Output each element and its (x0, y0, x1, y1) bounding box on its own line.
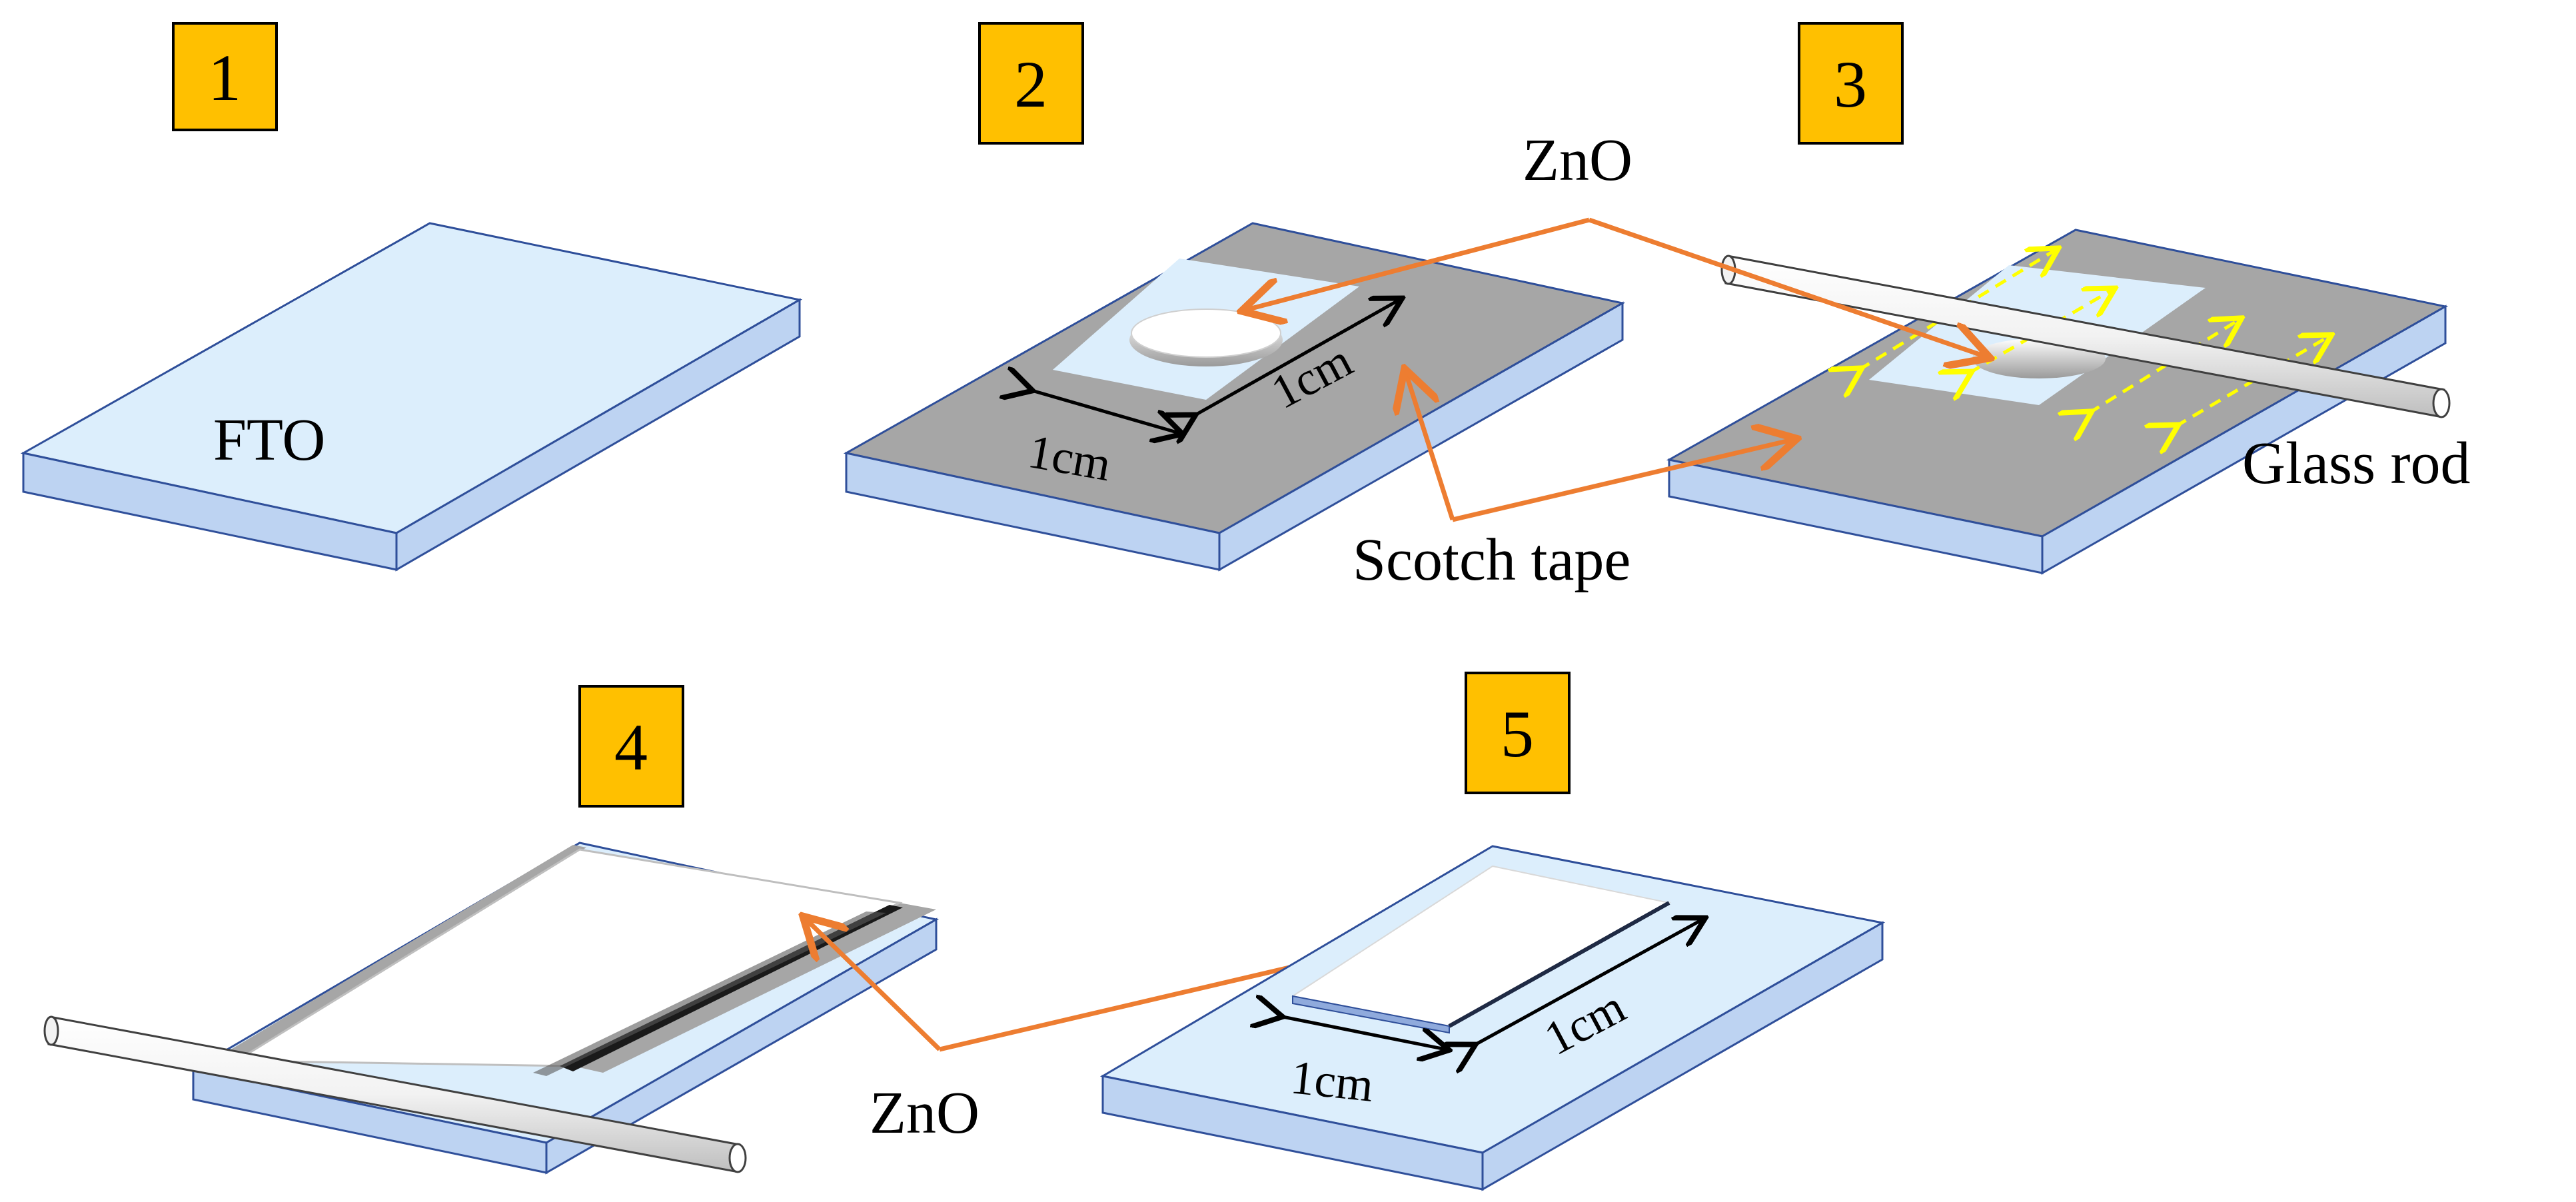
step-4-badge: 4 (578, 685, 684, 808)
step-2-badge: 2 (978, 22, 1084, 145)
fto-glass-substrate (20, 222, 803, 572)
tape-strip-left (220, 845, 586, 1059)
zno-spread-film (233, 848, 903, 1067)
step-4: 4 (43, 685, 940, 1175)
step-1: 1 FTO (20, 22, 803, 572)
scotch-tape-callout: Scotch tape (1353, 373, 1792, 593)
step-3-number: 3 (1834, 47, 1867, 121)
step-5-number: 5 (1501, 697, 1534, 771)
dim-label-short-step-5: 1cm (1288, 1050, 1376, 1112)
step-1-badge: 1 (172, 22, 278, 131)
dim-arrow-long-step-5 (1473, 919, 1702, 1046)
dim-arrow-long (1193, 300, 1399, 416)
zno-drop (1129, 308, 1283, 366)
zno-bottom-label: ZnO (870, 1080, 979, 1146)
step-5: 5 1cm 1cm (1099, 672, 1886, 1191)
step-2: 2 1cm 1cm (843, 22, 1626, 572)
step-3-badge: 3 (1798, 22, 1904, 145)
step-4-number: 4 (614, 710, 648, 784)
step-3: 3 Glass rod (1666, 22, 2470, 575)
glass-rod-label: Glass rod (2242, 430, 2470, 496)
step-1-number: 1 (208, 41, 241, 115)
step-5-badge: 5 (1465, 672, 1571, 794)
fto-label: FTO (213, 407, 325, 473)
zno-top-callout: ZnO (1246, 127, 1986, 356)
scotch-tape-label: Scotch tape (1353, 527, 1630, 593)
dim-arrow-short-step-5 (1279, 1016, 1446, 1049)
zno-top-label: ZnO (1523, 127, 1632, 193)
step-2-number: 2 (1014, 47, 1047, 121)
dim-arrow-short (1029, 390, 1179, 433)
glass-rod-step-4 (43, 1015, 747, 1173)
taped-glass-substrate (843, 222, 1626, 572)
